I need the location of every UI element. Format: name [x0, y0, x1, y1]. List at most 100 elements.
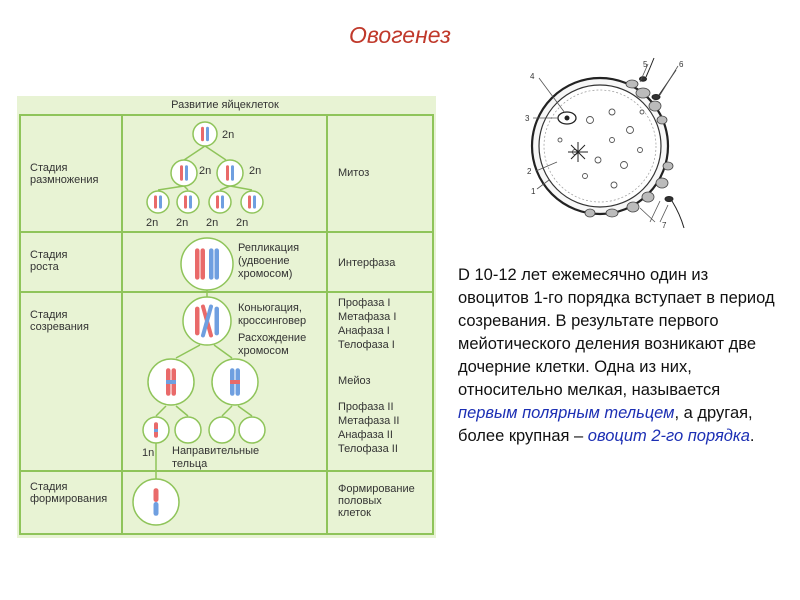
- egg-label: 6: [679, 60, 684, 69]
- note-divergence-1: Расхождение: [238, 332, 306, 344]
- ploidy-label: 2n: [222, 129, 234, 141]
- formation-line2: половых: [338, 495, 382, 507]
- paragraph-text-2: , а другая, более крупная –: [458, 404, 753, 445]
- egg-label: 2: [527, 167, 532, 176]
- body-paragraph: D 10-12 лет ежемесячно один из овоцитов …: [458, 264, 778, 448]
- ploidy-label: 2n: [249, 165, 261, 177]
- chromosome: [221, 195, 224, 209]
- meiosis2-prophase: Профаза II: [338, 401, 394, 413]
- ploidy-label: 2n: [176, 217, 188, 229]
- cell: [216, 159, 244, 187]
- tree-connectors: [155, 145, 253, 480]
- meiosis1-prophase: Профаза I: [338, 297, 390, 309]
- chromosome: [153, 502, 159, 516]
- formation-line1: Формирование: [338, 483, 415, 495]
- chromosome: [214, 248, 219, 280]
- note-replication-1: Репликация: [238, 242, 299, 254]
- cell: [240, 190, 264, 214]
- cell: [208, 190, 232, 214]
- chromosome: [189, 195, 192, 209]
- chromosome: [206, 126, 209, 142]
- stage-2-line1: Стадия: [30, 249, 68, 261]
- process-interphase: Интерфаза: [338, 257, 396, 269]
- spindle-star: [568, 142, 588, 162]
- cell: [174, 416, 202, 444]
- formation-line3: клеток: [338, 507, 371, 519]
- cell: [180, 237, 234, 291]
- chromosome: [195, 248, 200, 280]
- chromosome-band: [230, 380, 240, 384]
- term-polar-body: первым полярным тельцем: [458, 404, 675, 422]
- ploidy-label: 2n: [146, 217, 158, 229]
- meiosis2-metaphase: Метафаза II: [338, 415, 399, 427]
- stage-4-line1: Стадия: [30, 481, 68, 493]
- meiosis1-anaphase: Анафаза I: [338, 325, 390, 337]
- chromosome: [185, 165, 188, 181]
- note-replication-3: хромосом): [238, 268, 292, 280]
- chromosome: [216, 195, 219, 209]
- chromosome: [201, 126, 204, 142]
- ploidy-label: 2n: [199, 165, 211, 177]
- ploidy-label: 2n: [206, 217, 218, 229]
- meiosis-label: Мейоз: [338, 375, 371, 387]
- chromosome: [201, 304, 213, 338]
- stage-1-line2: размножения: [30, 174, 98, 186]
- chromosome: [159, 195, 162, 209]
- chromosome: [209, 248, 214, 280]
- chromosome-band: [166, 380, 176, 384]
- egg-label: 7: [662, 221, 667, 230]
- ploidy-label: 1n: [142, 447, 154, 459]
- meiosis1-metaphase: Метафаза I: [338, 311, 396, 323]
- stage-4-line2: формирования: [30, 493, 107, 505]
- cell: [192, 121, 218, 147]
- meiosis2-telophase: Телофаза II: [338, 443, 398, 455]
- cell-membrane: [538, 84, 662, 208]
- note-conjugation-2: кроссинговер: [238, 315, 306, 327]
- chromosome: [253, 195, 256, 209]
- note-replication-2: (удвоение: [238, 255, 290, 267]
- stage-1-line1: Стадия: [30, 162, 68, 174]
- chromosome: [180, 165, 183, 181]
- chromosome-band: [154, 429, 158, 432]
- process-mitosis: Митоз: [338, 167, 369, 179]
- chromosome: [231, 165, 234, 181]
- egg-cell-illustration: 4 3 2 1 5 6 7: [525, 57, 685, 230]
- corona-radiata-cells: [584, 79, 674, 218]
- paragraph-text-1: D 10-12 лет ежемесячно один из овоцитов …: [458, 266, 775, 399]
- egg-label: 4: [530, 72, 535, 81]
- stage-3-line1: Стадия: [30, 309, 68, 321]
- cell: [208, 416, 236, 444]
- chromosome: [184, 195, 187, 209]
- chromosome: [226, 165, 229, 181]
- callout-lines: [533, 63, 679, 223]
- egg-label: 3: [525, 114, 530, 123]
- note-polar-bodies-1: Направительные: [172, 445, 259, 457]
- cell: [176, 190, 200, 214]
- note-conjugation-1: Коньюгация,: [238, 302, 302, 314]
- term-oocyte-2: овоцит 2-го порядка: [587, 427, 750, 445]
- meiosis1-telophase: Телофаза I: [338, 339, 395, 351]
- chromosome: [195, 306, 200, 336]
- egg-label: 1: [531, 187, 536, 196]
- slide-title: Овогенез: [349, 22, 451, 48]
- paragraph-text-3: .: [749, 427, 755, 445]
- nucleolus: [564, 115, 570, 121]
- note-polar-bodies-2: тельца: [172, 458, 208, 470]
- meiosis2-anaphase: Анафаза II: [338, 429, 393, 441]
- chromosome: [248, 195, 251, 209]
- note-divergence-2: хромосом: [238, 345, 289, 357]
- egg-label: 5: [643, 60, 648, 69]
- cell: [170, 159, 198, 187]
- stage-3-line2: созревания: [30, 321, 89, 333]
- chromosome: [200, 248, 205, 280]
- chromosome: [154, 195, 157, 209]
- cell-group: [132, 121, 266, 526]
- ploidy-label: 2n: [236, 217, 248, 229]
- chromosome: [153, 488, 159, 502]
- cell: [146, 190, 170, 214]
- stage-2-line2: роста: [30, 261, 60, 273]
- chromosome: [214, 306, 219, 336]
- table-header: Развитие яйцеклеток: [171, 99, 279, 111]
- cortical-layer: [543, 89, 657, 203]
